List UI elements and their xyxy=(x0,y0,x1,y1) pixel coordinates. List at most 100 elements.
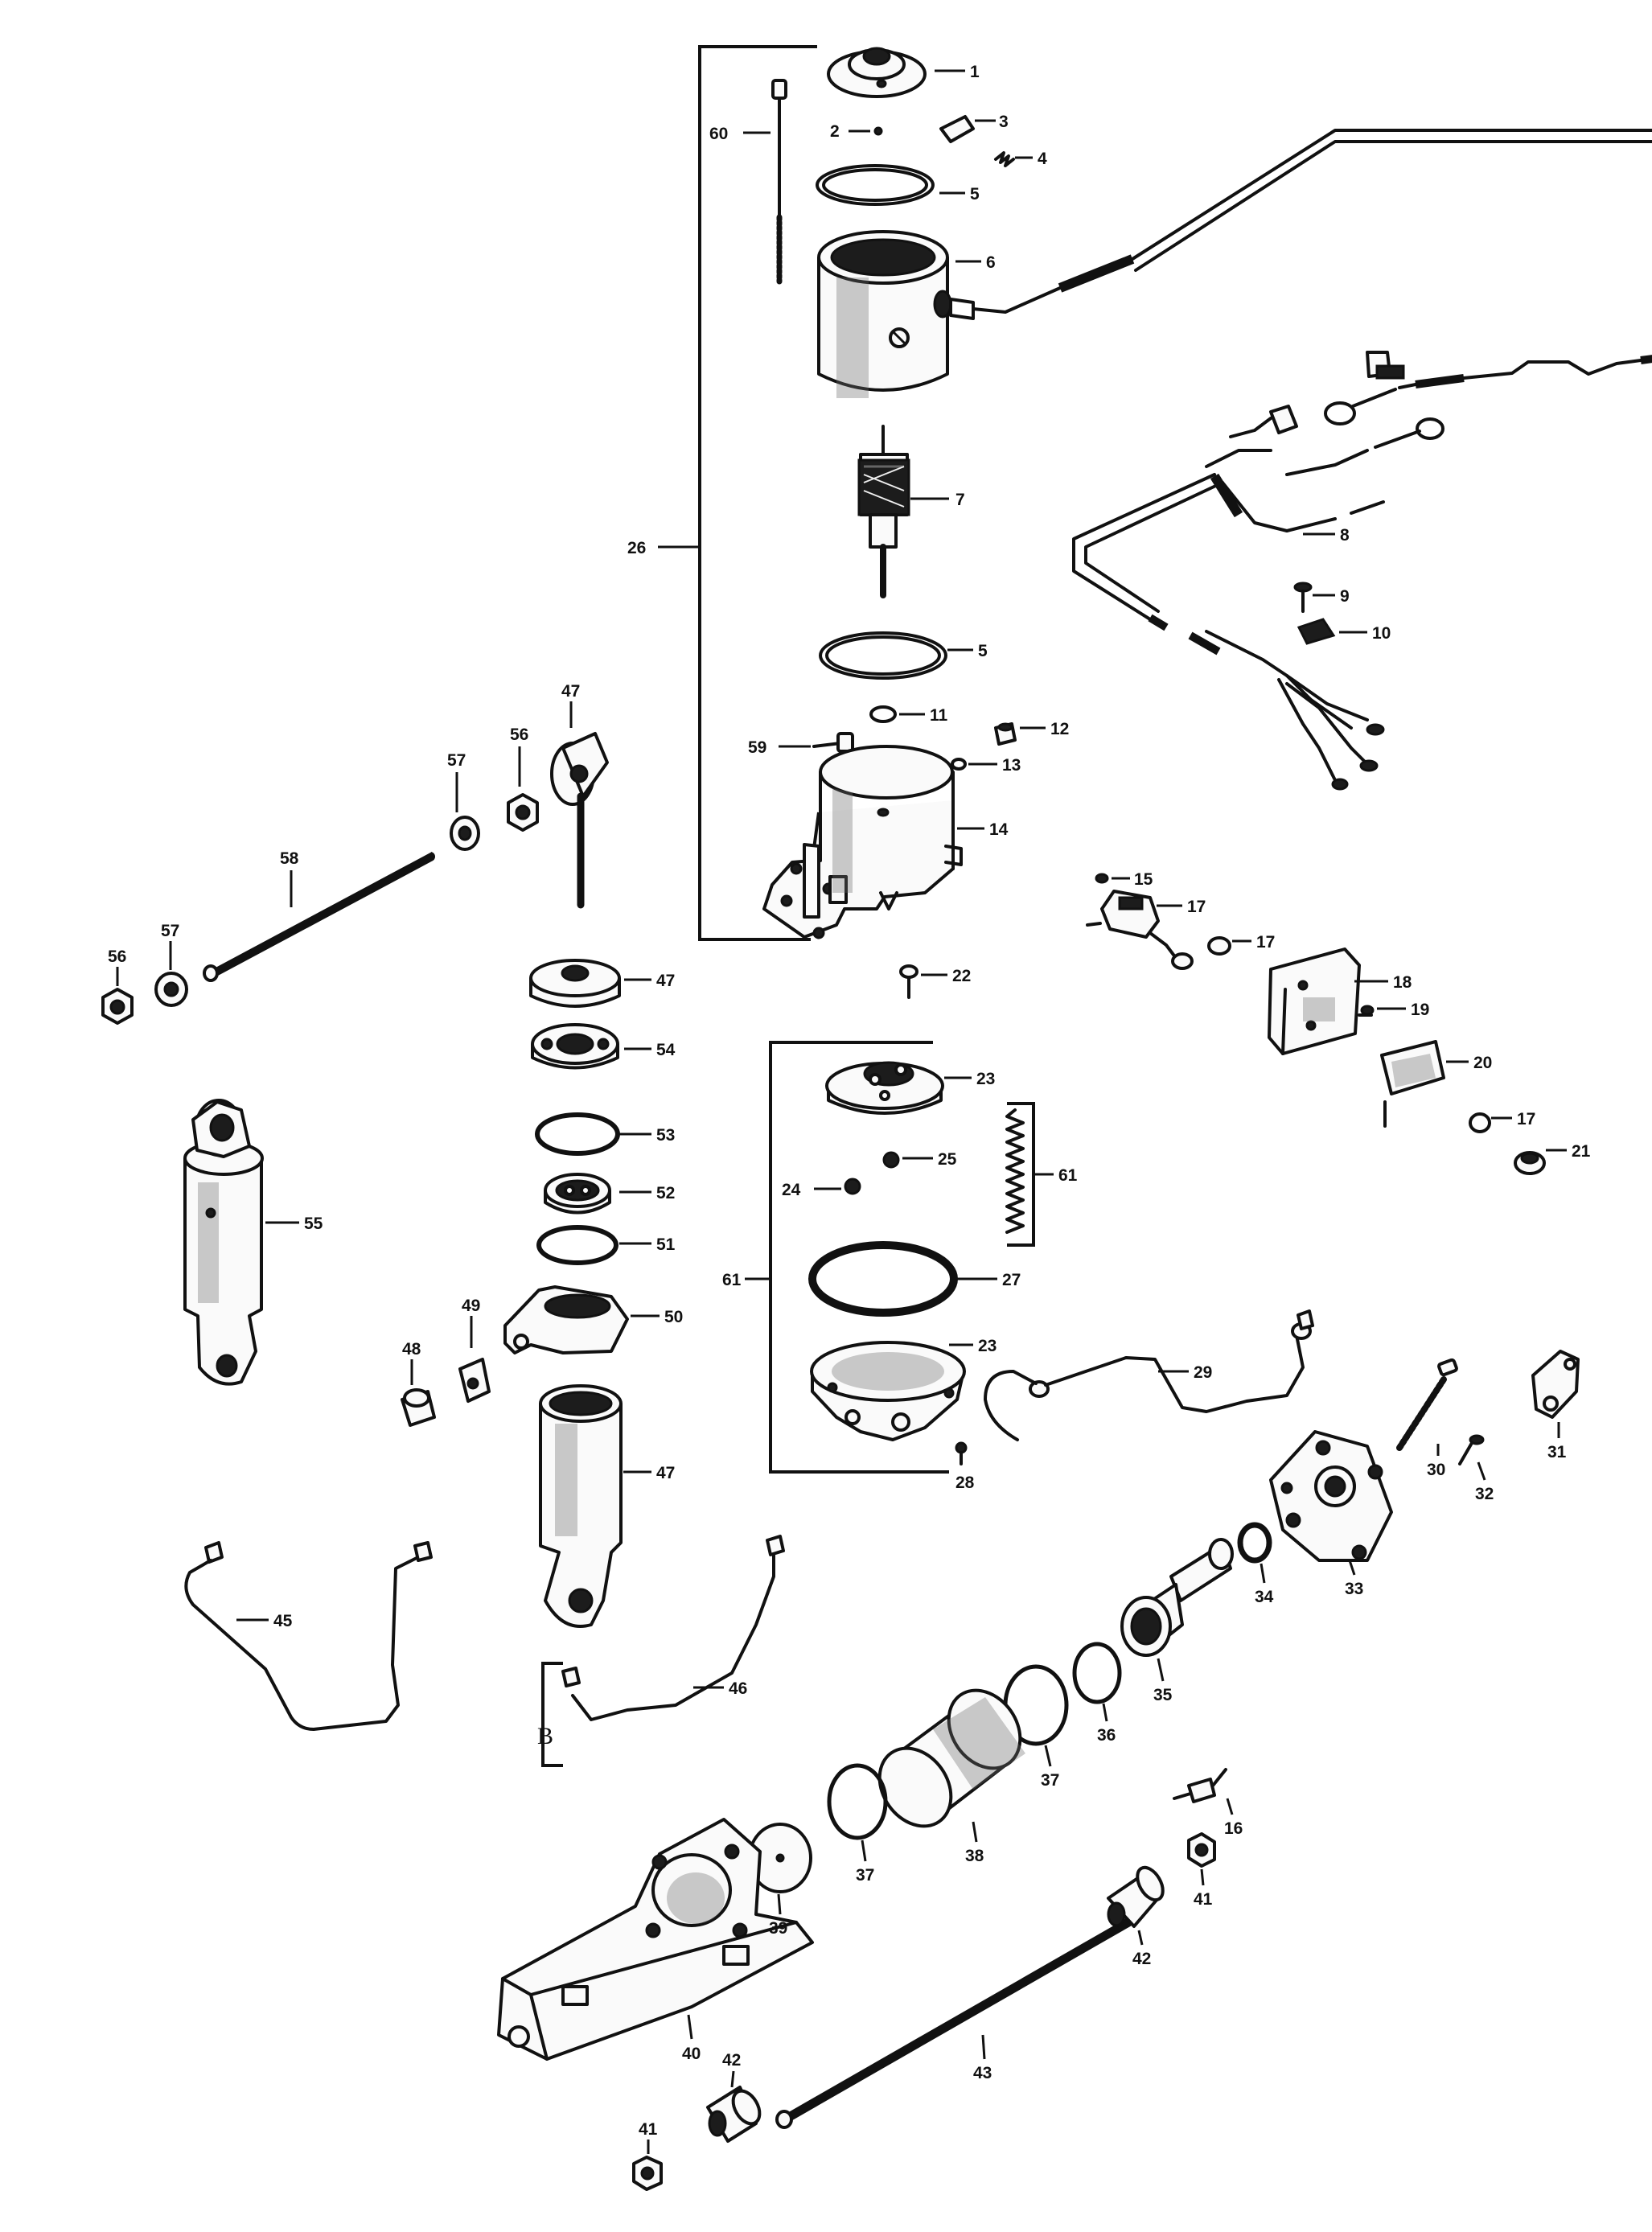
nut-left xyxy=(632,2156,663,2191)
callout-4: 4 xyxy=(1038,150,1047,168)
switch-plate xyxy=(1268,947,1361,1055)
inner-piston xyxy=(544,1173,611,1215)
callout-49: 49 xyxy=(462,1297,480,1315)
cylinder-o-ring-37-left xyxy=(827,1763,888,1840)
callout-57-right: 57 xyxy=(447,751,466,770)
callout-54: 54 xyxy=(656,1041,676,1059)
callout-6: 6 xyxy=(986,253,996,272)
callout-labels: 1 2 3 4 5 6 60 7 8 26 9 10 5 11 59 12 13… xyxy=(108,63,1591,2139)
housing-bolt xyxy=(812,732,854,753)
callout-1: 1 xyxy=(970,63,980,81)
callout-2: 2 xyxy=(830,122,840,141)
cylinder-bracket xyxy=(1531,1350,1580,1419)
valve-body-upper xyxy=(825,1061,944,1115)
small-ball xyxy=(873,126,883,136)
seal-ring-upper xyxy=(816,164,935,206)
motor-housing xyxy=(817,230,975,398)
callout-9: 9 xyxy=(1340,587,1350,606)
cylinder-collar xyxy=(503,1285,629,1354)
brush-clip xyxy=(939,115,975,143)
bracket-group-26 xyxy=(698,45,817,941)
bracket-group-61 xyxy=(769,1041,949,1474)
piston-head xyxy=(531,1023,619,1070)
piston-o-ring xyxy=(1237,1522,1272,1564)
callout-35: 35 xyxy=(1153,1686,1173,1704)
callout-50: 50 xyxy=(664,1308,683,1326)
washer-right xyxy=(450,816,480,851)
callout-55: 55 xyxy=(304,1215,323,1233)
housing-fitting xyxy=(994,722,1017,746)
callout-38: 38 xyxy=(965,1847,984,1865)
callout-29: 29 xyxy=(1194,1363,1212,1382)
bleed-fitting xyxy=(1173,1768,1227,1803)
toggle-switch xyxy=(1086,890,1194,970)
valve-o-ring xyxy=(808,1241,958,1317)
pivot-arm xyxy=(550,732,609,909)
nut-upper-right xyxy=(507,793,539,832)
callout-24: 24 xyxy=(782,1181,801,1199)
valve-body-lower xyxy=(810,1341,966,1441)
callout-41-right: 41 xyxy=(1194,1890,1213,1909)
callout-32: 32 xyxy=(1475,1485,1494,1503)
callout-58: 58 xyxy=(280,849,299,868)
seal-ring-lower xyxy=(819,631,947,680)
pin xyxy=(899,964,918,999)
callout-17-switch: 17 xyxy=(1187,898,1206,916)
callout-61-group: 61 xyxy=(722,1271,742,1289)
callout-37-right: 37 xyxy=(1041,1771,1059,1790)
hydraulic-tube-45 xyxy=(184,1541,433,1731)
callout-3: 3 xyxy=(999,113,1009,131)
cylinder-base xyxy=(497,1818,814,2061)
callout-8: 8 xyxy=(1340,526,1350,545)
callout-47-arm: 47 xyxy=(561,682,580,701)
harness-clamp xyxy=(1297,618,1336,645)
cylinder-sleeve xyxy=(877,1688,1025,1828)
cylinder-o-ring-36 xyxy=(1072,1642,1122,1704)
callout-22: 22 xyxy=(952,967,971,985)
pivot-shaft xyxy=(203,851,435,982)
callout-47-body: 47 xyxy=(656,1464,675,1482)
piston-o-ring-51 xyxy=(536,1225,618,1265)
small-washer xyxy=(869,705,897,723)
callout-12: 12 xyxy=(1050,720,1069,738)
callout-43: 43 xyxy=(973,2064,992,2082)
plate-screw xyxy=(1358,1005,1375,1017)
callout-42-left: 42 xyxy=(722,2051,741,2070)
nut-right xyxy=(1187,1832,1216,1868)
long-bolt xyxy=(1396,1358,1458,1451)
bushing-right xyxy=(1107,1865,1165,1928)
valve-screw xyxy=(955,1441,968,1465)
harness-screw xyxy=(1293,582,1313,613)
callout-23-lower: 23 xyxy=(978,1337,997,1355)
wiring-harness-lower xyxy=(1072,405,1444,791)
callout-39: 39 xyxy=(769,1919,787,1938)
callout-48: 48 xyxy=(402,1340,421,1359)
cylinder-cap xyxy=(529,959,621,1008)
callout-21: 21 xyxy=(1572,1142,1591,1161)
callout-18: 18 xyxy=(1393,973,1412,992)
callout-57-left: 57 xyxy=(161,922,179,940)
switch-nut xyxy=(1207,936,1231,956)
callout-53: 53 xyxy=(656,1126,675,1145)
callout-19: 19 xyxy=(1411,1001,1429,1019)
piston-shaft xyxy=(1120,1538,1234,1657)
valve-spring xyxy=(1005,1108,1025,1234)
cylinder-clip xyxy=(458,1358,491,1403)
washer-left xyxy=(154,972,188,1007)
switch-knob xyxy=(1514,1151,1546,1175)
callout-41-left: 41 xyxy=(639,2120,658,2139)
callout-17-ring: 17 xyxy=(1517,1110,1535,1128)
check-valve-ball xyxy=(882,1151,900,1169)
switch-o-ring xyxy=(1469,1112,1491,1133)
callout-31: 31 xyxy=(1547,1443,1567,1461)
shock-absorber xyxy=(183,1099,264,1386)
switch-screw xyxy=(1095,873,1109,884)
callout-25: 25 xyxy=(938,1150,957,1169)
hydraulic-tube-29 xyxy=(984,1309,1314,1441)
callout-20: 20 xyxy=(1473,1054,1492,1072)
callout-33: 33 xyxy=(1345,1580,1363,1598)
trim-cylinder-body xyxy=(539,1384,623,1628)
callout-13: 13 xyxy=(1002,756,1021,775)
callout-28: 28 xyxy=(955,1474,975,1492)
